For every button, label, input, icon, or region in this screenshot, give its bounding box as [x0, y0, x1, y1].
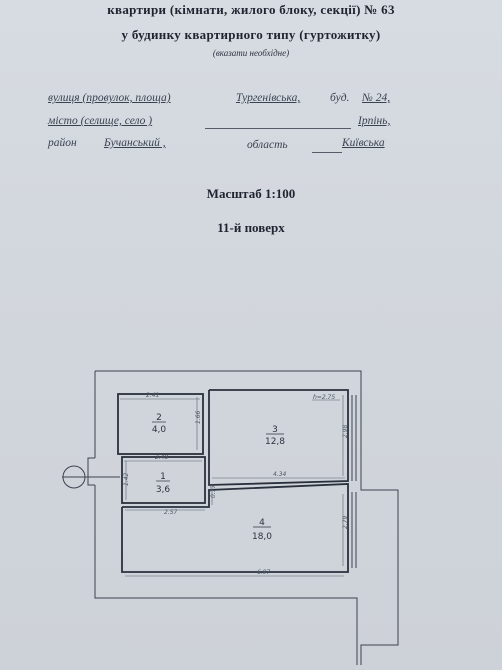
- room-3-number: 3: [272, 425, 278, 435]
- district-value: Бучанський ,: [104, 137, 166, 149]
- document-hint: (вказати необхідне): [212, 48, 290, 58]
- dim-room4-side: 2.79: [342, 515, 349, 529]
- building-label: буд.: [330, 92, 350, 104]
- region-fill-line: [312, 152, 342, 153]
- room-4-outline: [121, 483, 349, 573]
- room-2-area: 4,0: [152, 425, 167, 435]
- city-label: місто (селище, село ): [48, 115, 153, 127]
- room-2-number: 2: [156, 413, 162, 423]
- city-value: Ірпінь,: [358, 115, 391, 127]
- street-value: Тургенівська,: [236, 92, 301, 104]
- entrance-wall: [87, 457, 95, 486]
- room-1-area: 3,6: [156, 485, 171, 495]
- room-1-outline: [121, 456, 206, 504]
- dim-room4-bottom: 6.97: [257, 569, 271, 576]
- dim-room3-side: 2.98: [342, 424, 349, 438]
- dim-room1-bottom: 2.57: [164, 509, 178, 516]
- room-4-area: 18,0: [252, 532, 272, 542]
- document-title-line1: квартири (кімнати, жилого блоку, секції)…: [107, 2, 395, 17]
- room-1-number: 1: [160, 472, 166, 482]
- region-label: область: [247, 139, 288, 151]
- building-outline-right: [95, 370, 399, 665]
- document-title-line2: у будинку квартирного типу (гуртожитку): [121, 27, 381, 42]
- dim-room2-side: 1.66: [195, 410, 202, 424]
- building-value: № 24,: [362, 92, 391, 104]
- city-fill-line: [205, 128, 351, 129]
- region-value: Київська: [342, 137, 385, 149]
- dim-room2-bottom: 2.48: [155, 454, 169, 461]
- dim-room3-bottom: 4.34: [273, 471, 287, 478]
- building-outline-bottom: [94, 485, 358, 665]
- district-label: район: [48, 137, 77, 149]
- dim-room3-left: 0.77: [210, 484, 217, 498]
- room-2-outline: [117, 393, 204, 455]
- room-4-number: 4: [259, 518, 265, 528]
- ceiling-height: h=2.75: [313, 394, 335, 401]
- street-label: вулиця (провулок, площа): [48, 92, 171, 104]
- room-3-area: 12,8: [265, 437, 285, 447]
- room-3-outline: [208, 389, 349, 486]
- floor-label: 11-й поверх: [217, 220, 285, 235]
- scale-label: Масштаб 1:100: [206, 186, 296, 201]
- dim-room1-side: 1.42: [123, 472, 130, 486]
- dim-room2-top: 2.41: [146, 392, 159, 399]
